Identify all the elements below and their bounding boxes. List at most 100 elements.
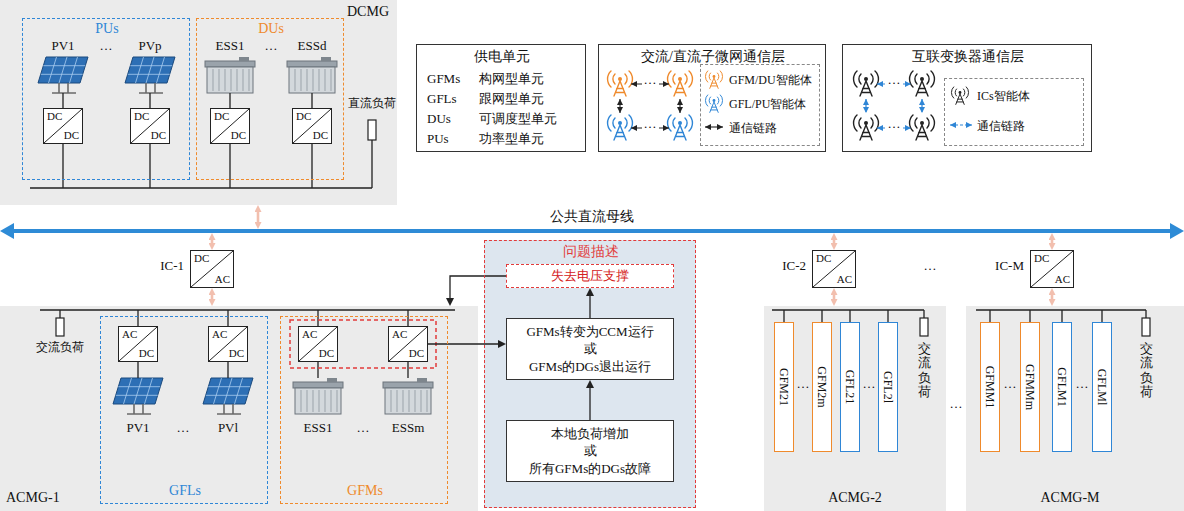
converter-diagonal-line	[131, 109, 169, 143]
node-text: 构网型单元	[479, 71, 544, 87]
cause-box: GFMs转变为CCM运行 或 GFMs的DGs退出运行	[506, 318, 674, 380]
node-text: GFLMl	[1095, 369, 1109, 406]
part-label: PV1	[51, 38, 74, 54]
node-text: DC	[194, 252, 209, 265]
part-label: …	[863, 376, 876, 392]
node-text: DUs	[427, 111, 451, 127]
converter-box: DCAC	[1030, 250, 1074, 288]
comm-layer-box: 交流/直流子微网通信层GFM/DU智能体GFL/PU智能体通信链路	[598, 44, 826, 152]
part-label: …	[886, 72, 903, 88]
connector-arrow	[1051, 237, 1054, 246]
connector-arrow	[589, 293, 590, 318]
unit-box: GFM21	[774, 322, 794, 452]
pv-panel-icon	[38, 57, 88, 93]
antenna-icon	[951, 87, 968, 105]
antenna-icon	[910, 71, 935, 96]
node-text: AC	[212, 328, 227, 341]
node-text: DC	[313, 129, 328, 142]
connector-arrow	[833, 292, 836, 302]
antenna-icon	[705, 95, 722, 113]
node-text: GFL2l	[881, 371, 895, 403]
microgrid-panel: DCMGPUsDCDCDCDCDUsDCDCDCDC	[0, 0, 397, 205]
node-text: DC	[64, 129, 79, 142]
node-text: 公共直流母线	[550, 209, 634, 226]
part-label: 交流负荷	[918, 342, 931, 399]
comm-link-sample	[705, 126, 723, 127]
ess-icon	[383, 378, 433, 414]
node-text: GFL/PU智能体	[729, 97, 806, 111]
node-text: DC	[816, 252, 831, 265]
node-text: PUs	[95, 21, 118, 38]
pv-panel-icon	[113, 378, 163, 414]
connector-arrow	[450, 276, 506, 301]
microgrid-panel: ACMG-M GFMM1 GFMMm GFLM1 GFLMl	[966, 306, 1184, 511]
node-text: GFMM1	[983, 366, 997, 409]
part-label: IC-M	[995, 258, 1024, 274]
node-text: 供电单元	[474, 49, 530, 66]
abbreviation-table: 供电单元GFMs构网型单元GFLs跟网型单元DUs可调度型单元PUs功率型单元	[416, 44, 586, 152]
unit-box: GFL2l	[878, 322, 898, 452]
node-text: GFLs	[169, 483, 201, 500]
node-text: ICs智能体	[977, 89, 1030, 103]
node-text: ACMG-M	[1040, 490, 1099, 507]
node-text: DC	[296, 110, 311, 123]
converter-box: DC AC	[190, 250, 234, 288]
node-text: GFL21	[843, 370, 857, 405]
part-label: ESSm	[392, 420, 425, 436]
node-text: DC	[134, 110, 149, 123]
panel-ground	[764, 306, 946, 511]
converter-diagonal-line	[1031, 251, 1073, 287]
part-label: PVp	[138, 38, 161, 54]
node-text: DC	[231, 129, 246, 142]
part-label: ESSd	[298, 38, 327, 54]
converter-diagonal-line	[191, 251, 233, 287]
comm-link	[679, 99, 680, 113]
connector-arrow	[833, 237, 836, 246]
cause-box: 本地负荷增加 或 所有GFMs的DGs故障	[506, 420, 674, 482]
converter-box: ACDC	[298, 326, 338, 362]
fault-highlight	[290, 320, 436, 368]
part-label: 直流负荷	[348, 96, 396, 110]
unit-box: GFMMm	[1020, 322, 1040, 452]
node-text: 失去电压支撑	[513, 267, 667, 285]
antenna-icon	[608, 115, 633, 140]
comm-link	[865, 99, 866, 113]
antenna-icon	[705, 71, 722, 89]
unit-box: GFM2m	[812, 322, 832, 452]
converter-diagonal-line	[293, 109, 331, 143]
key-box: ICs智能体通信链路	[944, 78, 1084, 146]
converter-box: ACDC	[208, 326, 248, 362]
panel-ground	[0, 0, 397, 205]
part-label: …	[1004, 376, 1017, 392]
part-label: IC-1	[160, 258, 184, 274]
comm-link-sample	[950, 124, 972, 125]
node-text: DC	[409, 347, 424, 360]
load-resistor	[1142, 318, 1150, 336]
part-label: …	[357, 420, 370, 436]
converter-diagonal-line	[389, 327, 427, 361]
node-text: GFMs	[427, 71, 460, 87]
node-text: GFLs	[427, 91, 457, 107]
node-text: AC	[122, 328, 137, 341]
node-text: DC	[229, 347, 244, 360]
node-text: 跟网型单元	[479, 91, 544, 107]
antenna-icon	[668, 115, 693, 140]
ess-icon	[287, 57, 337, 93]
converter-diagonal-line	[44, 109, 82, 143]
antenna-icon	[608, 71, 633, 96]
unit-box: GFLM1	[1052, 322, 1072, 452]
part-label: …	[642, 116, 659, 132]
node-text: 可调度型单元	[479, 111, 557, 127]
part-label: …	[950, 396, 963, 412]
node-text: AC	[215, 273, 230, 286]
load-resistor	[368, 120, 376, 140]
converter-diagonal-line	[299, 327, 337, 361]
node-text: 本地负荷增加 或 所有GFMs的DGs故障	[513, 425, 667, 478]
part-label: IC-2	[782, 258, 806, 274]
unit-box: GFLMl	[1092, 322, 1112, 452]
converter-diagonal-line	[209, 327, 247, 361]
ac-wires	[976, 310, 1146, 322]
ess-icon	[205, 57, 255, 93]
unit-box: GFL21	[840, 322, 860, 452]
node-text: DC	[319, 347, 334, 360]
